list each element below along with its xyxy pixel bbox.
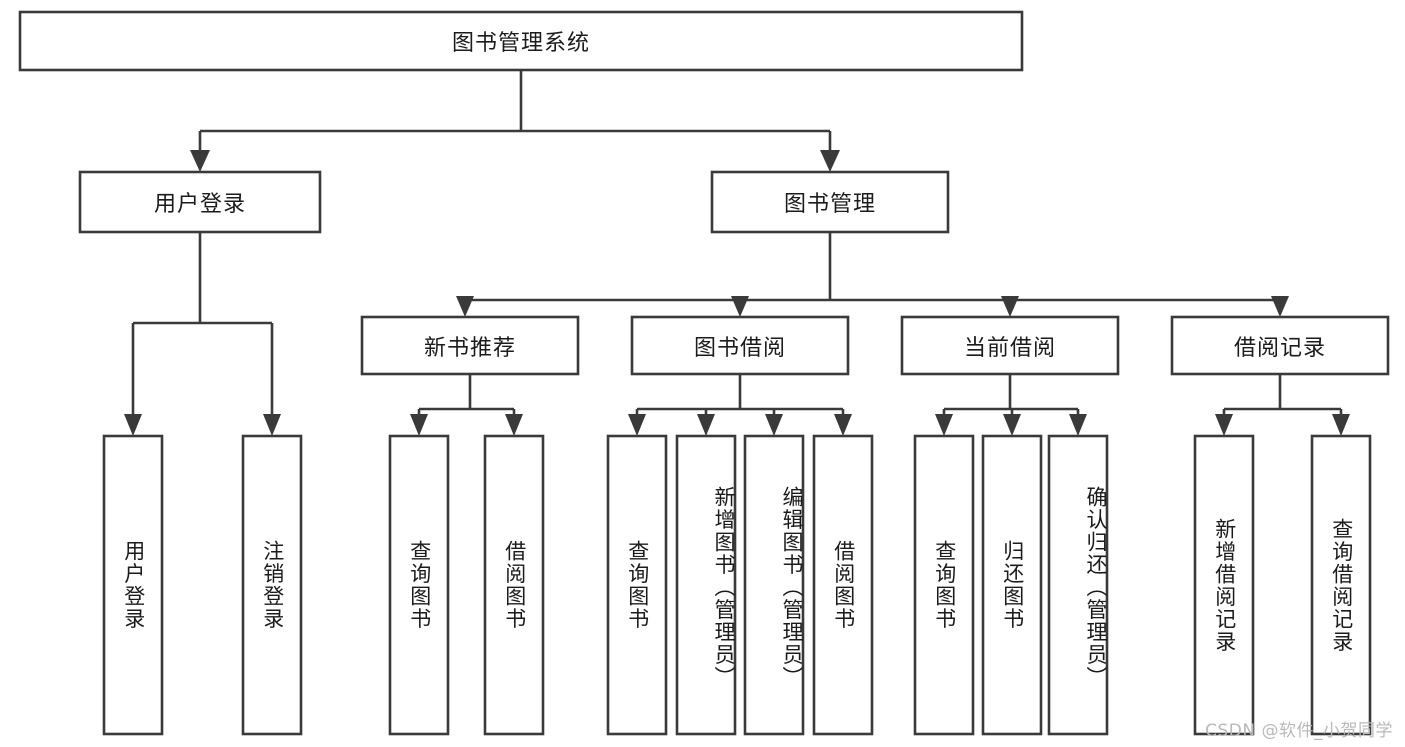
watermark-label: CSDN @软件_小贺同学 <box>1205 721 1393 741</box>
arrow-current-to-leaf1 <box>935 414 953 436</box>
node-borrow-record-box[interactable] <box>1170 315 1390 376</box>
leaf-box[interactable] <box>743 434 805 736</box>
leaf-box[interactable] <box>388 434 450 736</box>
arrow-borrow-to-leaf3 <box>765 414 783 436</box>
arrow-userlogin-to-leaf2 <box>263 414 281 436</box>
connectors <box>124 70 1350 436</box>
arrow-bookmanage-to-current <box>1001 296 1019 317</box>
leaf-box[interactable] <box>1310 434 1372 736</box>
arrow-userlogin-to-leaf1 <box>124 414 142 436</box>
arrow-current-to-leaf3 <box>1069 414 1087 436</box>
leaf-box[interactable] <box>102 434 164 736</box>
arrow-record-to-leaf2 <box>1332 414 1350 436</box>
node-book-borrow-box[interactable] <box>630 315 850 376</box>
leaf-box[interactable] <box>981 434 1043 736</box>
arrow-current-to-leaf2 <box>1003 414 1021 436</box>
node-boxes <box>18 10 1390 736</box>
node-book-manage-box[interactable] <box>710 170 950 234</box>
arrow-borrow-to-leaf1 <box>628 414 646 436</box>
leaf-box[interactable] <box>241 434 303 736</box>
arrow-record-to-leaf1 <box>1215 414 1233 436</box>
arrow-bookmanage-to-record <box>1271 296 1289 317</box>
leaf-box[interactable] <box>675 434 737 736</box>
arrow-root-to-book-manage <box>820 150 840 172</box>
arrow-newbook-to-leaf1 <box>410 414 428 436</box>
leaf-box[interactable] <box>812 434 874 736</box>
node-root-box[interactable] <box>18 10 1024 72</box>
leaf-box[interactable] <box>1047 434 1109 736</box>
node-new-book-box[interactable] <box>360 315 580 376</box>
arrow-borrow-to-leaf2 <box>697 414 715 436</box>
leaf-box[interactable] <box>483 434 545 736</box>
node-current-borrow-box[interactable] <box>900 315 1120 376</box>
leaf-box[interactable] <box>1193 434 1255 736</box>
arrow-root-to-user-login <box>190 150 210 172</box>
arrow-borrow-to-leaf4 <box>834 414 852 436</box>
node-user-login-box[interactable] <box>78 170 322 234</box>
leaf-box[interactable] <box>913 434 975 736</box>
leaf-box[interactable] <box>606 434 668 736</box>
arrow-bookmanage-to-newbook <box>456 296 474 317</box>
arrow-newbook-to-leaf2 <box>505 414 523 436</box>
arrow-bookmanage-to-borrow <box>731 296 749 317</box>
